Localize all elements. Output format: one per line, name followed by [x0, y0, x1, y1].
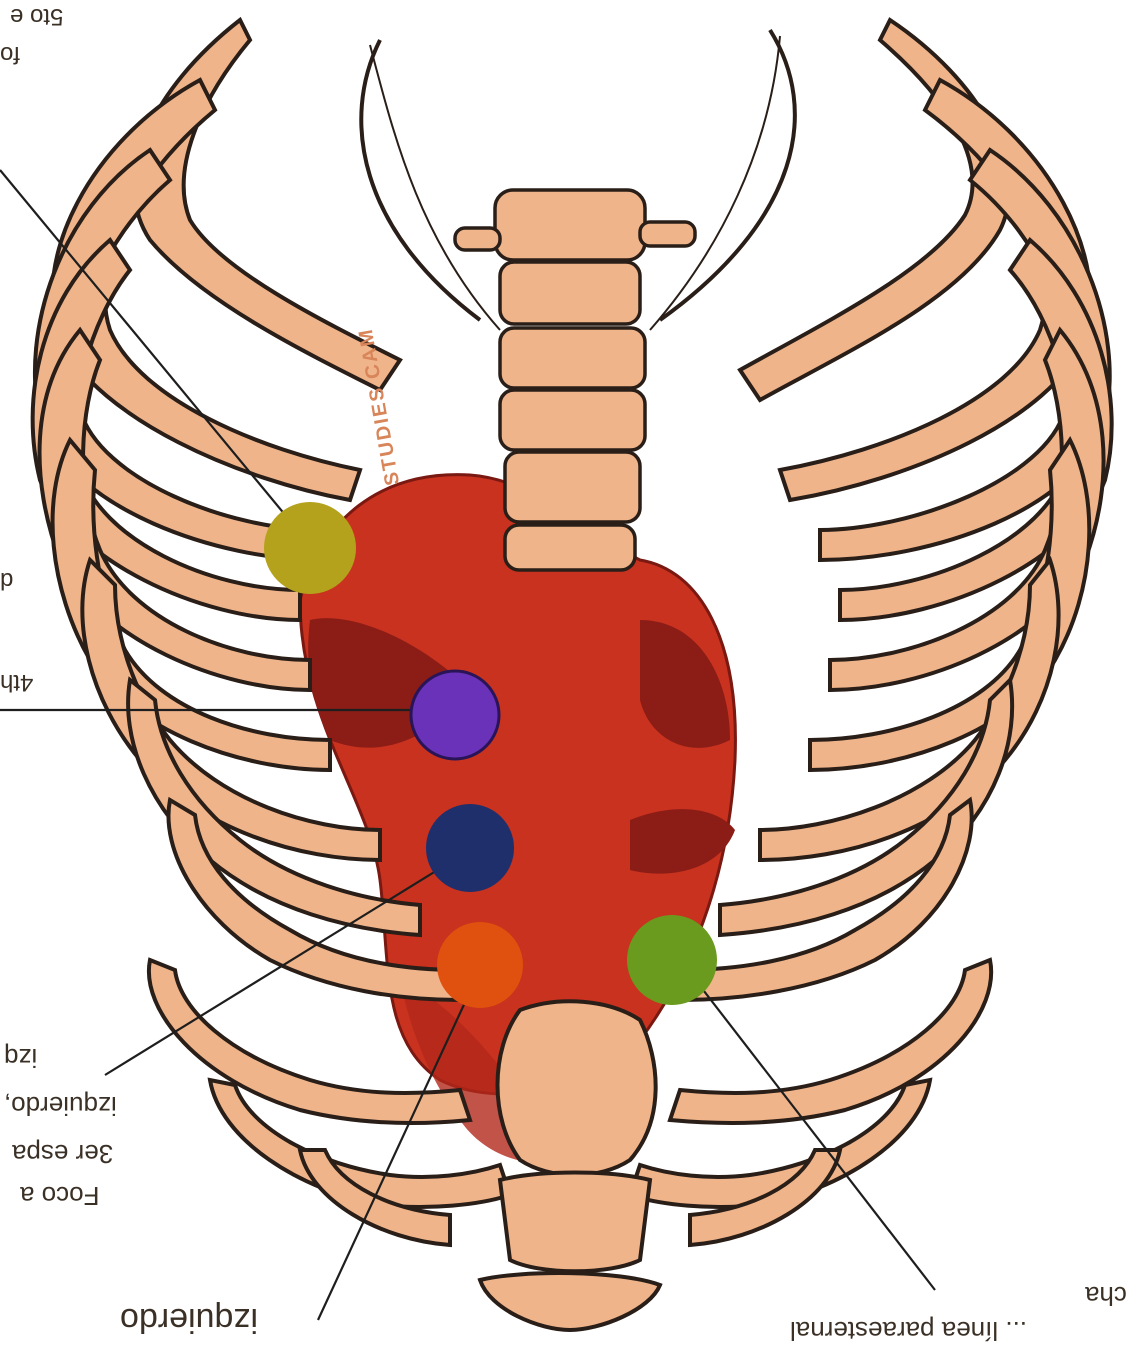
top-left-label-line1: 5to e [10, 2, 63, 30]
tricuspid-focus-dot [411, 671, 499, 759]
top-left-label-line2: fo [0, 40, 20, 68]
bottom-right-line2: cha [1085, 1280, 1127, 1310]
left-note-line3: izquierdo, [4, 1090, 117, 1120]
sternum [480, 1001, 660, 1330]
left-note-line1: Foco a [20, 1180, 100, 1210]
bottom-right-line1: ... línea paraesternal [790, 1315, 1027, 1345]
accessory-aortic-focus-dot [426, 804, 514, 892]
bottom-center-label: izquierdo [120, 1300, 258, 1339]
left-cut-label-d: d [0, 566, 13, 594]
mitral-focus-dot [627, 915, 717, 1005]
left-note-line2: 3er espa [12, 1138, 113, 1168]
left-cut-label-4th: 4th [0, 668, 33, 696]
left-note-line4: izq [4, 1042, 37, 1072]
aortic-focus-dot [264, 502, 356, 594]
pulmonary-focus-dot [437, 922, 523, 1008]
